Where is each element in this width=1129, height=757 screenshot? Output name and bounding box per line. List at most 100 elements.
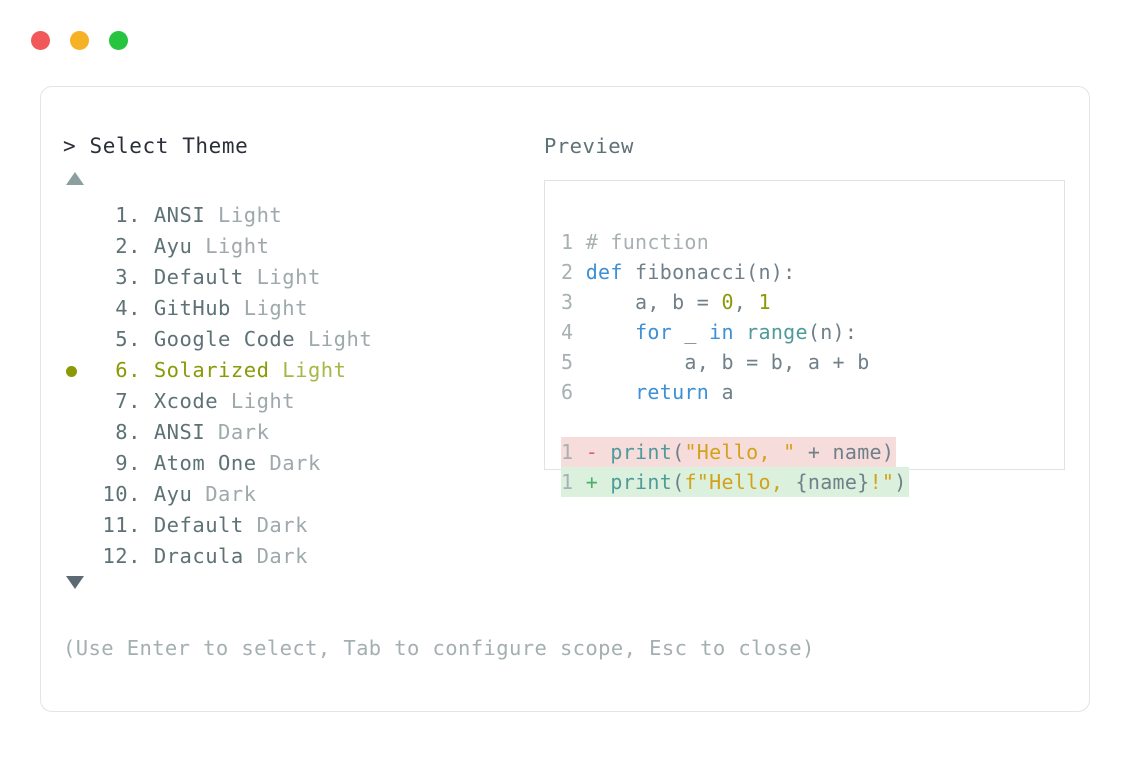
theme-item-variant: Dark xyxy=(205,420,270,444)
maximize-button[interactable] xyxy=(109,31,128,50)
code-token: print xyxy=(610,470,673,494)
code-token: !" xyxy=(869,470,895,494)
code-token: ( xyxy=(672,470,685,494)
theme-item-name: ANSI xyxy=(141,420,206,444)
theme-item-variant: Dark xyxy=(256,451,321,475)
theme-item-variant: Light xyxy=(295,327,373,351)
line-number: 6 xyxy=(561,380,586,404)
theme-item-content: 12. Dracula Dark xyxy=(63,544,308,568)
theme-list-item[interactable]: 3. Default Light xyxy=(63,262,533,293)
theme-list-item[interactable]: 9. Atom One Dark xyxy=(63,448,533,479)
theme-item-number: 5. xyxy=(102,327,141,351)
code-token: , xyxy=(733,290,759,314)
theme-item-name: Google Code xyxy=(141,327,296,351)
theme-list-item[interactable]: 10. Ayu Dark xyxy=(63,479,533,510)
line-number: 1 xyxy=(561,440,586,464)
theme-list-item[interactable]: 11. Default Dark xyxy=(63,510,533,541)
theme-item-variant: Dark xyxy=(243,513,308,537)
theme-item-name: ANSI xyxy=(141,203,206,227)
code-token xyxy=(586,380,635,404)
code-token: ) xyxy=(894,470,907,494)
code-token: 0 xyxy=(721,290,734,314)
code-line: 3 a, b = 0, 1 xyxy=(561,287,1064,317)
code-token: 1 xyxy=(758,290,771,314)
theme-list-item[interactable]: 1. ANSI Light xyxy=(63,200,533,231)
close-button[interactable] xyxy=(31,31,50,50)
page-title: > Select Theme xyxy=(63,134,249,158)
keyboard-hint: (Use Enter to select, Tab to configure s… xyxy=(63,636,815,660)
theme-item-content: 11. Default Dark xyxy=(63,513,308,537)
selected-bullet-icon xyxy=(66,366,77,377)
theme-item-name: Dracula xyxy=(141,544,244,568)
code-token: def xyxy=(585,260,623,284)
theme-list-item[interactable]: 8. ANSI Dark xyxy=(63,417,533,448)
diff-highlight: 1 + print(f"Hello, {name}!") xyxy=(561,467,909,497)
line-number: 5 xyxy=(561,350,586,374)
theme-item-name: Ayu xyxy=(141,482,193,506)
code-spacer xyxy=(561,407,1064,437)
code-token: _ xyxy=(672,320,710,344)
theme-picker-panel: > Select Theme 1. ANSI Light 2. Ayu Ligh… xyxy=(40,86,1090,712)
code-token: for xyxy=(635,320,673,344)
code-token: # function xyxy=(585,230,710,254)
code-token xyxy=(734,320,746,344)
theme-item-variant: Dark xyxy=(243,544,308,568)
theme-list-item[interactable]: 2. Ayu Light xyxy=(63,231,533,262)
line-number: 2 xyxy=(561,260,586,284)
theme-list-item[interactable]: 5. Google Code Light xyxy=(63,324,533,355)
code-line: 2 def fibonacci(n): xyxy=(561,257,1064,287)
theme-item-variant: Dark xyxy=(192,482,257,506)
theme-list[interactable]: 1. ANSI Light 2. Ayu Light 3. Default Li… xyxy=(63,200,533,572)
minimize-button[interactable] xyxy=(70,31,89,50)
code-token: print xyxy=(610,440,673,464)
theme-item-name: Xcode xyxy=(141,389,219,413)
theme-item-number: 12. xyxy=(102,544,141,568)
theme-item-content: 8. ANSI Dark xyxy=(63,420,269,444)
theme-item-number: 9. xyxy=(102,451,141,475)
theme-item-number: 1. xyxy=(102,203,141,227)
diff-highlight: 1 - print("Hello, " + name) xyxy=(561,437,897,467)
theme-list-item[interactable]: 4. GitHub Light xyxy=(63,293,533,324)
code-line: 4 for _ in range(n): xyxy=(561,317,1064,347)
window-controls xyxy=(31,31,128,50)
theme-item-name: Solarized xyxy=(141,358,270,382)
theme-item-name: GitHub xyxy=(141,296,231,320)
theme-item-name: Default xyxy=(141,513,244,537)
code-token: range xyxy=(746,320,808,344)
code-token: in xyxy=(709,320,734,344)
theme-list-item[interactable]: 12. Dracula Dark xyxy=(63,541,533,572)
theme-item-name: Ayu xyxy=(141,234,193,258)
code-token: ( xyxy=(672,440,685,464)
scroll-up-arrow-icon[interactable] xyxy=(66,172,84,185)
theme-item-number: 8. xyxy=(102,420,141,444)
code-token: return xyxy=(635,380,710,404)
line-number: 3 xyxy=(561,290,586,314)
diff-block: 1 - print("Hello, " + name)1 + print(f"H… xyxy=(561,437,1064,497)
code-token: + name) xyxy=(795,440,895,464)
theme-item-name: Atom One xyxy=(141,451,257,475)
scroll-down-arrow-icon[interactable] xyxy=(66,576,84,589)
theme-item-content: 5. Google Code Light xyxy=(63,327,372,351)
theme-item-variant: Light xyxy=(205,203,283,227)
theme-item-variant: Light xyxy=(192,234,270,258)
theme-item-content: 9. Atom One Dark xyxy=(63,451,321,475)
theme-item-number: 2. xyxy=(102,234,141,258)
panel-columns: > Select Theme 1. ANSI Light 2. Ayu Ligh… xyxy=(41,87,1089,711)
diff-line-del: 1 - print("Hello, " + name) xyxy=(561,437,1064,467)
code-token: a, b = b, a + b xyxy=(585,350,870,374)
code-token: fibonacci(n): xyxy=(622,260,796,284)
theme-item-content: 2. Ayu Light xyxy=(63,234,269,258)
theme-list-item[interactable]: 7. Xcode Light xyxy=(63,386,533,417)
theme-item-variant: Light xyxy=(269,358,347,382)
theme-item-content: 3. Default Light xyxy=(63,265,321,289)
code-line: 5 a, b = b, a + b xyxy=(561,347,1064,377)
theme-list-item[interactable]: 6. Solarized Light xyxy=(63,355,533,386)
theme-item-name: Default xyxy=(141,265,244,289)
theme-item-number: 4. xyxy=(102,296,141,320)
code-token: "Hello, " xyxy=(684,440,796,464)
theme-item-number: 11. xyxy=(102,513,141,537)
diff-line-add: 1 + print(f"Hello, {name}!") xyxy=(561,467,1064,497)
